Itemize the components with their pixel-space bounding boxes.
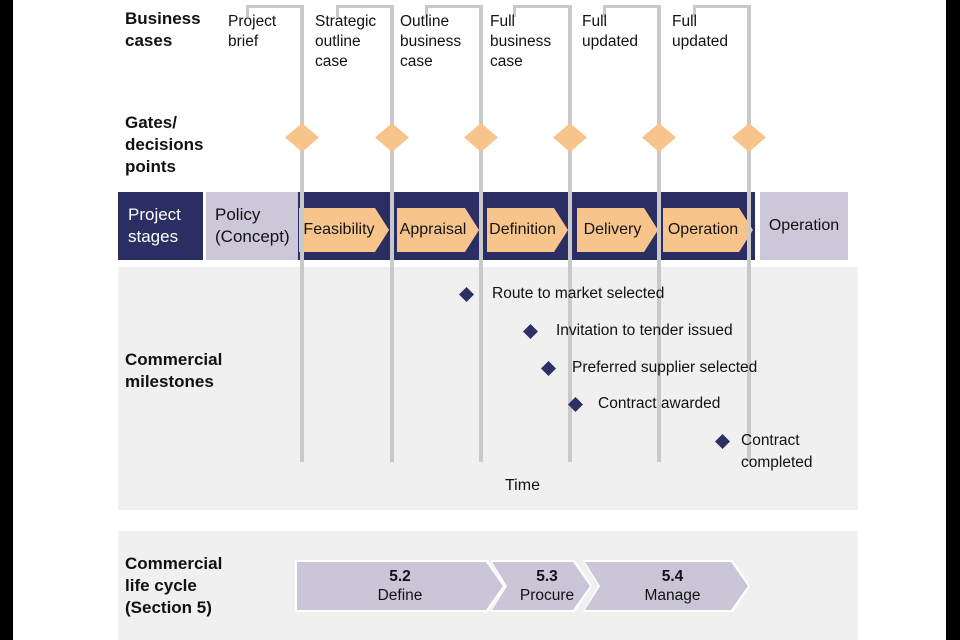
- stage-arrow: Definition: [487, 208, 568, 252]
- lifecycle-step-number: 5.4: [661, 568, 684, 585]
- milestone-diamond-icon: [541, 361, 556, 376]
- milestone-diamond-icon: [715, 434, 730, 449]
- business-case-bracket: [246, 5, 304, 462]
- right-black-bar: [946, 0, 960, 640]
- bracket-left-stub: [603, 8, 606, 17]
- time-axis-label: Time: [505, 477, 540, 494]
- milestone-diamond-icon: [523, 324, 538, 339]
- bracket-left-stub: [246, 8, 249, 17]
- business-case-label: Strategic outline case: [315, 13, 377, 70]
- lifecycle-step-name: Manage: [644, 587, 701, 604]
- lifecycle-step-number: 5.2: [389, 568, 411, 585]
- bracket-left-stub: [513, 8, 516, 17]
- business-case-bracket: [693, 5, 751, 462]
- stage-policy-concept: Policy (Concept): [206, 192, 298, 260]
- lifecycle-step-name: Procure: [519, 587, 575, 604]
- milestone-label: Contract awarded: [598, 395, 721, 412]
- commercial-milestones-panel: [118, 267, 858, 510]
- business-case-label: Full business case: [490, 13, 552, 70]
- commercial-milestones-row-label: Commercial milestones: [125, 350, 223, 392]
- bracket-left-stub: [693, 8, 696, 17]
- left-black-bar: [0, 0, 13, 640]
- business-case-bracket: [603, 5, 661, 462]
- stage-arrow: Operation: [663, 208, 753, 252]
- lifecycle-step-number: 5.3: [536, 568, 558, 585]
- business-case-bracket: [336, 5, 394, 462]
- bracket-left-stub: [336, 8, 339, 17]
- stage-arrow: Delivery: [577, 208, 658, 252]
- business-case-bracket: [425, 5, 483, 462]
- stage-arrow: Appraisal: [397, 208, 479, 252]
- bracket-left-stub: [425, 8, 428, 17]
- milestone-diamond-icon: [459, 287, 474, 302]
- business-cases-row-label: Business cases: [125, 9, 201, 51]
- milestone-label: Route to market selected: [492, 285, 665, 302]
- milestone-label: Invitation to tender issued: [556, 322, 733, 339]
- business-case-label: Full updated: [582, 13, 639, 50]
- business-case-label: Project brief: [228, 13, 277, 50]
- lifecycle-row-label: Commercial life cycle (Section 5): [125, 554, 223, 618]
- milestone-label: Contract completed: [741, 432, 813, 471]
- business-case-label: Full updated: [672, 13, 729, 50]
- gates-row-label: Gates/ decisions points: [125, 113, 204, 177]
- stage-arrow: Feasibility: [299, 208, 389, 252]
- stage-operation-end: Operation: [760, 192, 848, 260]
- business-case-bracket: [513, 5, 572, 462]
- milestone-label: Preferred supplier selected: [572, 359, 758, 376]
- milestone-diamond-icon: [568, 397, 583, 412]
- lifecycle-step-name: Define: [377, 587, 423, 604]
- project-stages-header: Project stages: [118, 192, 203, 260]
- business-case-label: Outline business case: [400, 13, 462, 70]
